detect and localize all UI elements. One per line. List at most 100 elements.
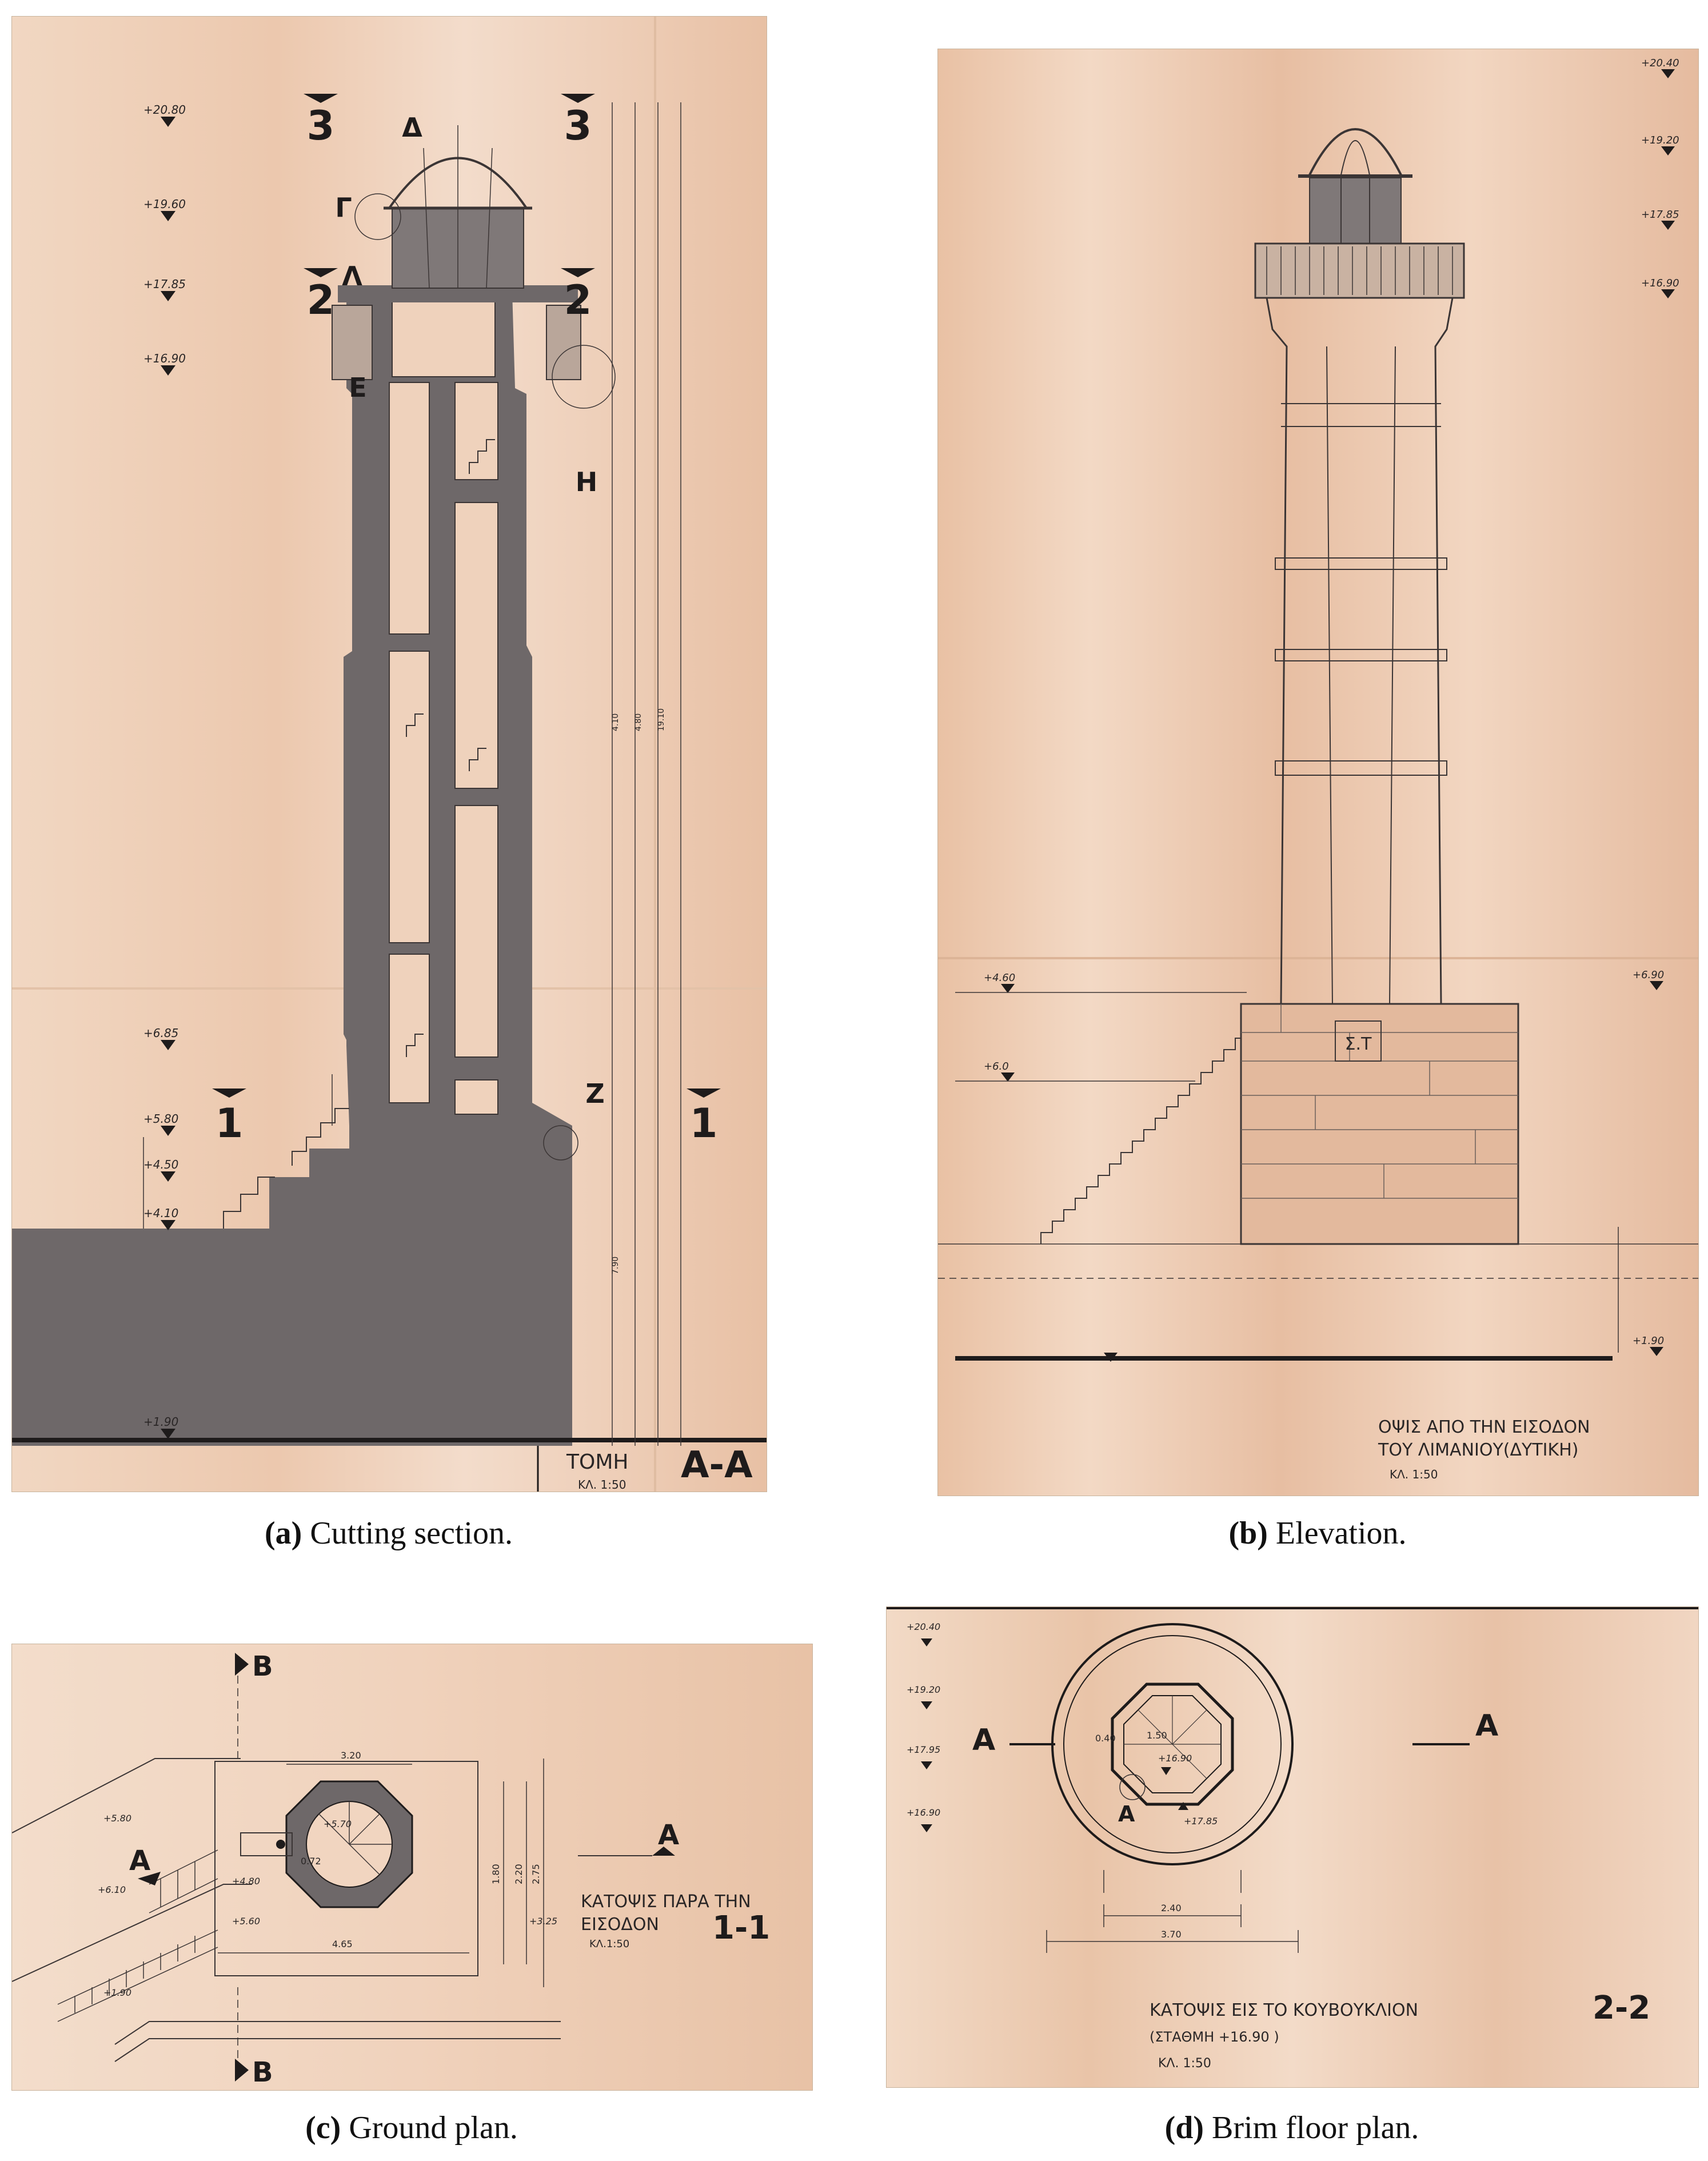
level-label: +16.90 xyxy=(1641,277,1679,289)
stairs xyxy=(1040,1038,1241,1244)
brim-floor-plan-drawing: 0.40 1.50 2.40 3.70 +20.40 +19.20 +17.95… xyxy=(887,1607,1698,2087)
dim-label: 3.70 xyxy=(1161,1929,1182,1940)
level-label: +1.90 xyxy=(1633,1335,1664,1347)
level-label: +6.10 xyxy=(98,1884,126,1895)
dim-label: 7.90 xyxy=(611,1257,620,1274)
level-label: +4.10 xyxy=(143,1206,178,1220)
level-label: +3.25 xyxy=(529,1916,557,1927)
drawing-title: ΤΟΜΗ xyxy=(566,1450,628,1474)
level-label: +16.90 xyxy=(143,352,186,365)
level-label: +19.20 xyxy=(907,1684,940,1695)
foundation-mass xyxy=(12,1126,572,1446)
dim-label: 1.80 xyxy=(490,1864,501,1884)
drawing-scale: ΚΛ. 1:50 xyxy=(578,1478,626,1492)
level-label: +5.80 xyxy=(143,1112,178,1126)
level-label: +1.90 xyxy=(103,1987,131,1998)
caption-c: (c) Ground plan. xyxy=(11,2110,812,2146)
ground-plan-title-mark: 1-1 xyxy=(712,1909,770,1947)
caption-a-letter: (a) xyxy=(265,1516,302,1551)
plaque xyxy=(1335,1020,1382,1062)
ground-plan-title-line1: ΚΑΤΟΨΙΣ ΠΑΡΑ ΤΗΝ xyxy=(581,1892,751,1912)
lantern-glass xyxy=(1309,177,1402,244)
masonry-base xyxy=(1240,1003,1519,1245)
section-mark-b-top: B xyxy=(252,1650,273,1682)
detail-letter: Η xyxy=(576,467,598,497)
elevation-title-line2: ΤΟΥ ΛΙΜΑΝΙΟΥ(ΔΥΤΙΚΗ) xyxy=(1378,1440,1578,1460)
elevation-drawing: Σ.Τ +20.40 +19.20 +17.85 +16.90 +6.90 +6… xyxy=(938,49,1698,1496)
gallery-balustrade xyxy=(1254,242,1465,299)
ground-plan-scale: ΚΛ.1:50 xyxy=(589,1938,629,1950)
lantern-octagon xyxy=(1111,1682,1234,1806)
level-label: +20.40 xyxy=(1641,57,1679,69)
panel-brim-floor-plan: 0.40 1.50 2.40 3.70 +20.40 +19.20 +17.95… xyxy=(886,1606,1699,2088)
drawing-title-mark: Α-Α xyxy=(681,1444,753,1486)
level-label: +6.85 xyxy=(143,1026,178,1040)
elevation-scale: ΚΛ. 1:50 xyxy=(1390,1468,1438,1481)
dim-label: 2.20 xyxy=(513,1864,524,1884)
level-label: +16.90 xyxy=(1158,1753,1192,1764)
section-mark-a-right: A xyxy=(658,1819,679,1851)
detail-letter: Ε xyxy=(349,372,366,403)
detail-letter: Δ xyxy=(402,112,422,143)
dim-label: 4.65 xyxy=(332,1939,353,1949)
brim-plan-title-line2: (ΣΤΑΘΜΗ +16.90 ) xyxy=(1150,2029,1279,2045)
caption-b-text: Elevation. xyxy=(1275,1516,1407,1551)
level-label: +5.70 xyxy=(324,1819,352,1829)
brim-plan-scale: ΚΛ. 1:50 xyxy=(1158,2056,1211,2071)
stairs-grid xyxy=(57,1849,218,2022)
elevation-title-line1: ΟΨΙΣ ΑΠΟ ΤΗΝ ΕΙΣΟΔΟΝ xyxy=(1378,1417,1590,1437)
caption-d: (d) Brim floor plan. xyxy=(886,2110,1698,2146)
caption-d-letter: (d) xyxy=(1164,2110,1204,2146)
brim-plan-title-line1: ΚΑΤΟΨΙΣ ΕΙΣ ΤΟ ΚΟΥΒΟΥΚΛΙΟΝ xyxy=(1150,2000,1418,2020)
cutting-section-drawing: 4.10 4.80 19.10 7.90 +20.80 +19.60 +17.8… xyxy=(12,17,767,1492)
panel-ground-plan: 3.20 4.65 1.80 2.20 2.75 0.72 +5.80 +6.1… xyxy=(11,1644,813,2091)
caption-c-text: Ground plan. xyxy=(349,2110,518,2146)
detail-letter: Γ xyxy=(335,192,352,223)
ground-plan-title-line2: ΕΙΣΟΔΟΝ xyxy=(581,1915,659,1935)
level-label: +5.80 xyxy=(103,1813,131,1824)
section-mark-1-right: 1 xyxy=(690,1100,718,1147)
plaque-text: Σ.Τ xyxy=(1345,1034,1372,1054)
section-mark-3-left: 3 xyxy=(307,102,335,149)
level-label: +4.50 xyxy=(143,1158,178,1171)
level-label: +6.90 xyxy=(1633,969,1664,981)
level-label: +17.85 xyxy=(1641,209,1679,221)
caption-a-text: Cutting section. xyxy=(310,1516,513,1551)
section-mark-a-center: A xyxy=(1118,1801,1135,1827)
caption-c-letter: (c) xyxy=(305,2110,341,2146)
inner-shafts xyxy=(389,290,498,1115)
level-label: +20.40 xyxy=(907,1621,940,1632)
dim-label: 19.10 xyxy=(657,708,666,731)
dim-label: 4.80 xyxy=(634,713,643,731)
level-label: +16.90 xyxy=(907,1807,940,1818)
caption-b: (b) Elevation. xyxy=(937,1515,1698,1552)
level-label: +4.60 xyxy=(984,972,1015,984)
caption-b-letter: (b) xyxy=(1228,1516,1268,1551)
caption-a: (a) Cutting section. xyxy=(11,1515,766,1552)
panel-elevation: Σ.Τ +20.40 +19.20 +17.85 +16.90 +6.90 +6… xyxy=(937,49,1699,1496)
level-label: +6.0 xyxy=(984,1060,1009,1072)
level-label: +17.85 xyxy=(1184,1816,1218,1827)
section-mark-2-left: 2 xyxy=(307,277,335,324)
dim-label: 0.72 xyxy=(301,1856,321,1867)
ground-plan-drawing: 3.20 4.65 1.80 2.20 2.75 0.72 +5.80 +6.1… xyxy=(12,1644,812,2090)
dim-label: 0.40 xyxy=(1095,1733,1116,1744)
section-mark-1-left: 1 xyxy=(216,1100,244,1147)
level-label: +19.60 xyxy=(143,197,186,211)
plinth-outline xyxy=(214,1761,478,1976)
lantern-dome xyxy=(1308,128,1402,176)
level-label: +20.80 xyxy=(143,103,186,117)
section-mark-2-right: 2 xyxy=(564,277,592,324)
dim-label: 3.20 xyxy=(341,1750,361,1761)
detail-letter: Ζ xyxy=(585,1078,604,1109)
dim-label: 1.50 xyxy=(1147,1730,1167,1741)
dim-label: 4.10 xyxy=(611,713,620,731)
level-label: +4.80 xyxy=(232,1876,260,1887)
section-mark-3-right: 3 xyxy=(564,102,592,149)
level-label: +5.60 xyxy=(232,1916,260,1927)
dim-label: 2.40 xyxy=(1161,1903,1182,1913)
dim-label: 2.75 xyxy=(530,1864,541,1884)
level-label: +19.20 xyxy=(1641,134,1679,146)
section-mark-b-bottom: B xyxy=(252,2056,273,2088)
panel-cutting-section: 4.10 4.80 19.10 7.90 +20.80 +19.60 +17.8… xyxy=(11,16,767,1492)
